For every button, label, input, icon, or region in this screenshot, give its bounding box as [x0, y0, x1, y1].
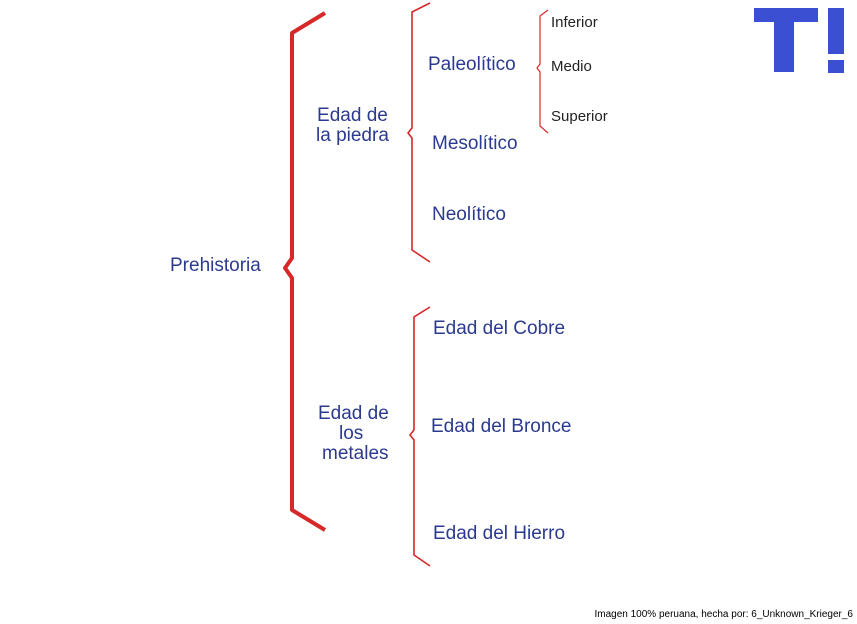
node-edad-bronce: Edad del Bronce [431, 416, 572, 437]
node-mesolitico: Mesolítico [432, 133, 518, 154]
branch-metal-age-line-2: los [339, 422, 364, 444]
metal-age-bracket [408, 306, 431, 567]
footer-credit: Imagen 100% peruana, hecha por: 6_Unknow… [594, 609, 853, 620]
node-medio: Medio [551, 58, 592, 75]
paleolithic-bracket [536, 9, 549, 134]
node-edad-cobre: Edad del Cobre [433, 318, 566, 339]
branch-stone-age-line-2: la piedra [316, 124, 389, 146]
main-bracket [283, 11, 327, 532]
node-edad-hierro: Edad del Hierro [433, 523, 566, 544]
node-paleolitico: Paleolítico [428, 54, 516, 75]
branch-stone-age-line-1: Edad de [317, 105, 388, 126]
node-superior: Superior [551, 108, 608, 125]
node-inferior: Inferior [551, 14, 598, 31]
logo-t-exclamation [754, 8, 844, 73]
branch-stone-age-label: Edad de la piedra [316, 106, 389, 146]
branch-metal-age-label: Edad de los metales [318, 404, 396, 464]
branch-metal-age-line-1: Edad de [318, 403, 389, 424]
stone-age-bracket [406, 2, 431, 263]
node-neolitico: Neolítico [432, 204, 506, 225]
root-label: Prehistoria [170, 255, 261, 276]
branch-metal-age-line-3: metales [322, 442, 389, 464]
